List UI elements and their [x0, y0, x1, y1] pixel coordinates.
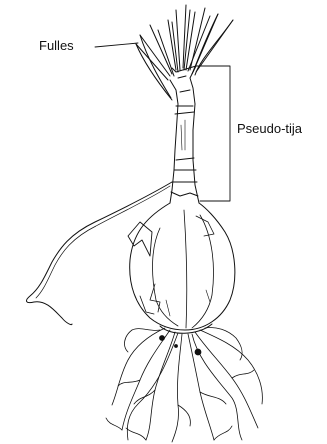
pseudostem-bracket [196, 66, 230, 201]
leaves-pointer-line [95, 43, 138, 47]
roots [106, 327, 262, 442]
bulb [128, 203, 235, 333]
leaves [136, 5, 233, 100]
pseudostem [170, 66, 199, 203]
